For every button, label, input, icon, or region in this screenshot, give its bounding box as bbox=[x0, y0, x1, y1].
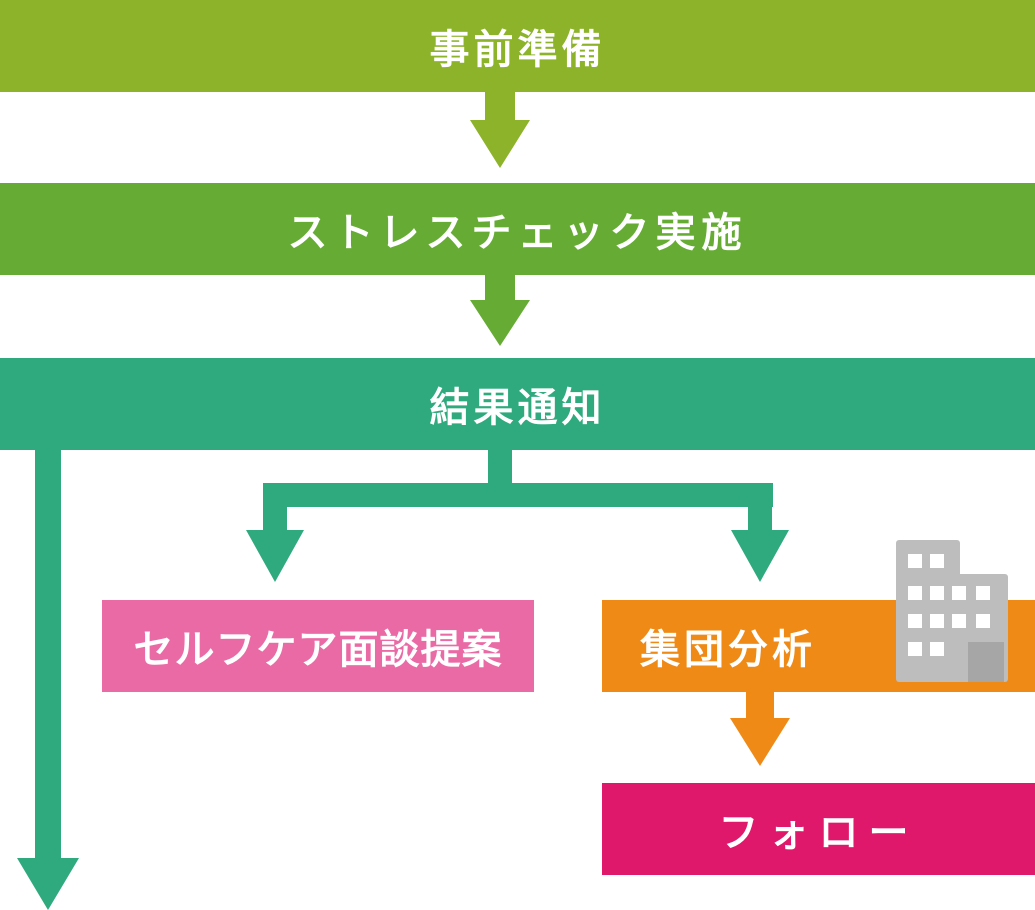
step-follow: フォロー bbox=[602, 783, 1035, 875]
step-follow-label: フォロー bbox=[718, 810, 919, 856]
step-prep: 事前準備 bbox=[0, 0, 1035, 92]
step-stress-check: ストレスチェック実施 bbox=[0, 183, 1035, 275]
arrow-check-to-result bbox=[470, 275, 530, 346]
step-result-notice-label: 結果通知 bbox=[429, 385, 606, 431]
arrow-result-branch bbox=[246, 450, 789, 582]
step-group-analysis-label: 集団分析 bbox=[640, 627, 816, 673]
step-self-care: セルフケア面談提案 bbox=[102, 600, 534, 692]
arrow-prep-to-check bbox=[470, 92, 530, 168]
arrow-group-to-follow bbox=[730, 692, 790, 766]
step-result-notice: 結果通知 bbox=[0, 358, 1035, 450]
building-icon bbox=[896, 540, 1008, 682]
arrow-result-to-bottom bbox=[17, 450, 79, 910]
step-prep-label: 事前準備 bbox=[429, 27, 606, 73]
step-stress-check-label: ストレスチェック実施 bbox=[287, 210, 748, 256]
step-self-care-label: セルフケア面談提案 bbox=[133, 627, 503, 673]
